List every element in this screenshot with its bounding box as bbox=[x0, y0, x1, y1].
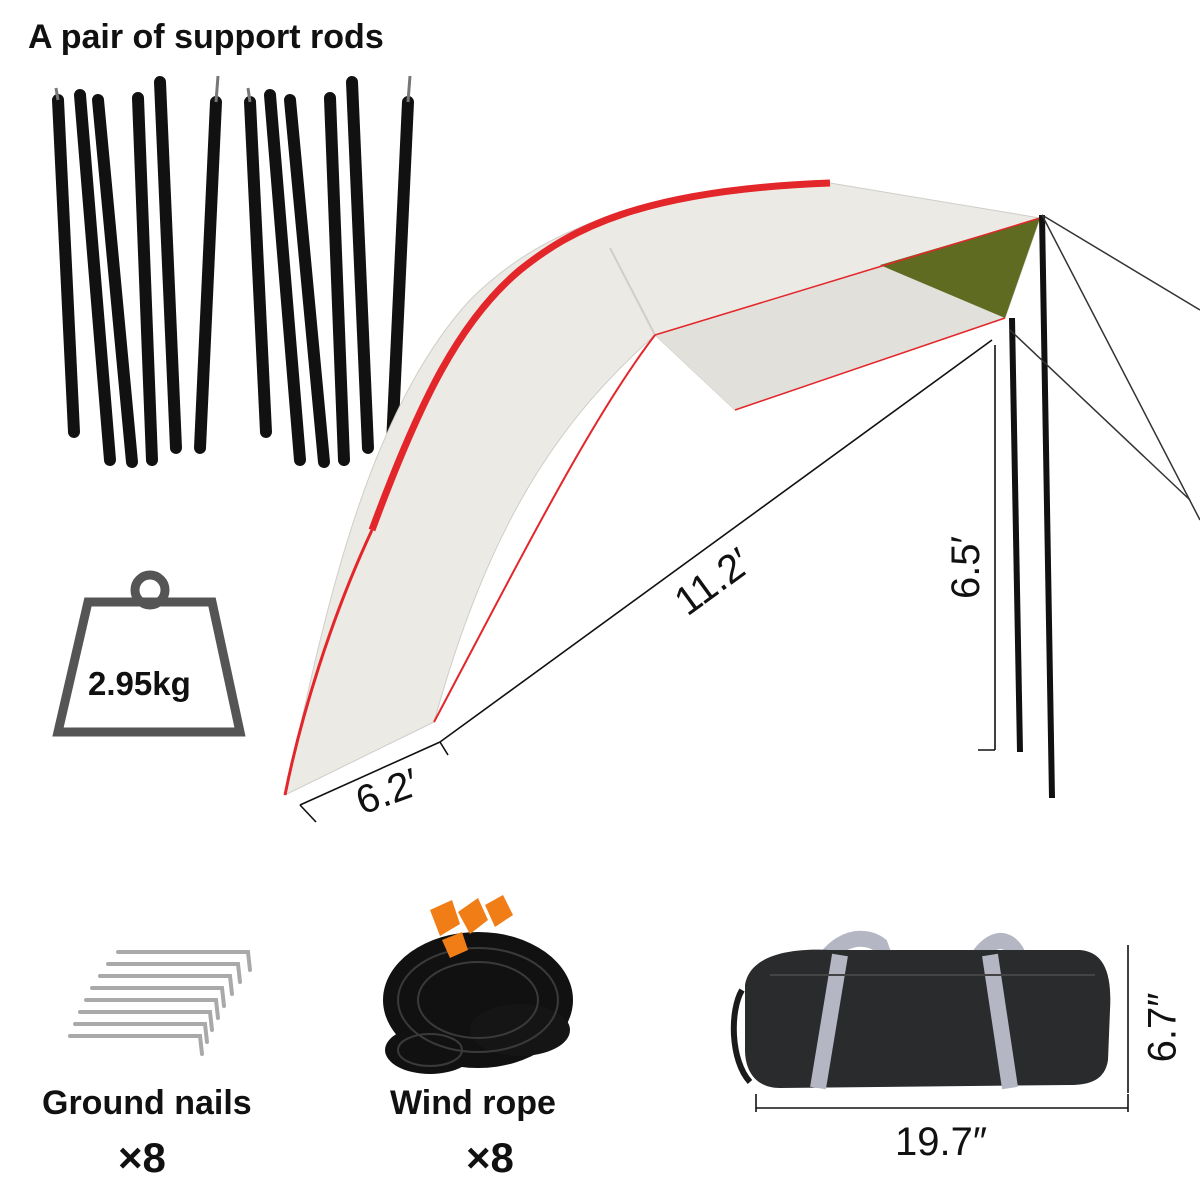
wind-rope-illustration bbox=[383, 895, 573, 1074]
rod-3 bbox=[92, 94, 138, 468]
rod-12 bbox=[386, 96, 414, 450]
ground-nails-count: ×8 bbox=[118, 1134, 166, 1181]
red-trim bbox=[368, 179, 831, 532]
height-dimension: 6.5′ bbox=[944, 535, 989, 600]
rope-buckle-icon bbox=[430, 895, 513, 958]
tent-illustration bbox=[283, 179, 1200, 799]
rods-heading: A pair of support rods bbox=[28, 18, 384, 56]
rod-4 bbox=[132, 92, 158, 466]
ground-nails-label: Ground nails bbox=[42, 1084, 252, 1122]
weight-value: 2.95kg bbox=[88, 665, 191, 702]
rod-11 bbox=[346, 76, 374, 454]
bag-length-dimension: 19.7″ bbox=[895, 1120, 988, 1164]
rod-1 bbox=[52, 94, 80, 438]
rod-6 bbox=[194, 96, 222, 454]
rod-2 bbox=[74, 89, 116, 466]
weight-icon bbox=[52, 570, 246, 737]
carry-bag-illustration bbox=[730, 930, 1111, 1090]
bag-height-dimension: 6.7″ bbox=[1140, 992, 1185, 1063]
wind-rope-count: ×8 bbox=[466, 1134, 514, 1181]
rod-9 bbox=[284, 94, 330, 468]
dimension-lines bbox=[299, 339, 1129, 1112]
short-pole bbox=[1009, 317, 1023, 753]
ground-nails-illustration bbox=[68, 950, 252, 1056]
rod-10 bbox=[324, 92, 350, 466]
wind-rope-label: Wind rope bbox=[390, 1084, 556, 1122]
tall-pole bbox=[1039, 214, 1055, 799]
rod-5 bbox=[154, 76, 182, 454]
rod-8 bbox=[264, 89, 306, 466]
rod-7 bbox=[244, 96, 272, 438]
